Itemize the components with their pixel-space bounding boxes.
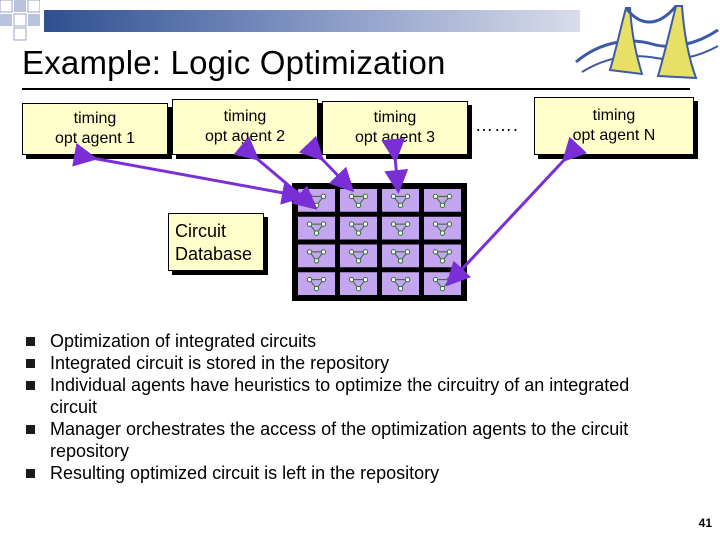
agent-n-line1: timing [592,107,636,124]
bullet-square-icon [26,425,35,434]
circuit-node-icon [298,216,335,240]
arrow-agent1 [72,142,306,205]
ellipsis: ……. [475,115,520,135]
bullet-item: Resulting optimized circuit is left in t… [26,462,676,484]
circuit-node-icon [298,189,335,212]
circuit-database-label: Circuit Database [168,213,264,271]
agent-box-1: timing opt agent 1 [22,103,168,155]
agent-2-line2: opt agent 2 [204,128,286,145]
circuit-node-icon [424,189,461,212]
agent-3-line1: timing [373,109,417,126]
agent-3-line2: opt agent 3 [354,129,436,146]
circuit-node-icon [424,272,461,295]
agent-box-3: timing opt agent 3 [322,101,468,155]
agent-box-n: timing opt agent N [534,97,694,155]
circuit-node-icon [382,216,419,240]
page-number: 41 [698,516,712,530]
agent-n-line2: opt agent N [572,127,656,144]
circuit-node-icon [382,244,419,268]
bullet-square-icon [26,381,35,390]
bullet-item: Integrated circuit is stored in the repo… [26,352,676,374]
bullet-square-icon [26,469,35,478]
agent-box-2: timing opt agent 2 [172,99,318,155]
circuit-node-icon [340,244,377,268]
circuit-node-icon [382,189,419,212]
bullet-square-icon [26,359,35,368]
bullet-item: Individual agents have heuristics to opt… [26,374,676,418]
bullet-item: Optimization of integrated circuits [26,330,676,352]
arrow-agentn [445,136,588,287]
title-underline [22,88,690,90]
agent-1-line1: timing [73,110,117,127]
corner-squares-decoration [0,0,40,41]
slide-title: Example: Logic Optimization [22,44,446,81]
circuit-node-icon [298,272,335,295]
circuit-node-icon [424,244,461,268]
bullet-item: Manager orchestrates the access of the o… [26,418,676,462]
database-line1: Circuit [175,221,227,241]
circuit-database-grid [292,183,467,301]
agent-1-line2: opt agent 1 [54,130,136,147]
agent-2-line1: timing [223,108,267,125]
database-line2: Database [175,244,253,264]
bullet-square-icon [26,337,35,346]
title-gradient-bar [44,10,580,32]
circuit-node-icon [298,244,335,268]
bullet-list: Optimization of integrated circuits Inte… [26,330,676,484]
circuit-node-icon [424,216,461,240]
mountain-logo [575,5,719,80]
circuit-node-icon [340,272,377,295]
circuit-node-icon [382,272,419,295]
circuit-node-icon [340,216,377,240]
circuit-node-icon [340,189,377,212]
